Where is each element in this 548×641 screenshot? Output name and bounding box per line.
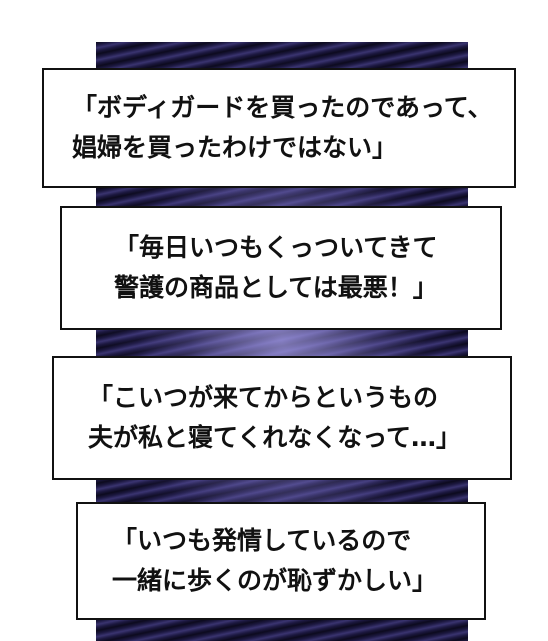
caption-box-since-arrival: 「こいつが来てからというもの 夫が私と寝てくれなくなって…」 xyxy=(52,356,512,480)
caption-line: 警護の商品としては最悪！」 xyxy=(114,273,438,302)
caption-box-embarrassing: 「いつも発情しているので 一緒に歩くのが恥ずかしい」 xyxy=(76,502,486,620)
caption-line: 「毎日いつもくっついてきて xyxy=(114,233,438,262)
caption-line: 「ボディガードを買ったのであって、 xyxy=(72,93,493,122)
caption-line: 一緒に歩くのが恥ずかしい」 xyxy=(112,566,438,595)
caption-line: 「こいつが来てからというもの xyxy=(88,383,439,412)
caption-box-every-day: 「毎日いつもくっついてきて 警護の商品としては最悪！」 xyxy=(60,206,502,330)
caption-box-bodyguard: 「ボディガードを買ったのであって、 娼婦を買ったわけではない」 xyxy=(42,68,516,188)
caption-line: 「いつも発情しているので xyxy=(112,526,412,555)
caption-line: 夫が私と寝てくれなくなって…」 xyxy=(88,423,462,452)
caption-line: 娼婦を買ったわけではない」 xyxy=(72,133,398,162)
